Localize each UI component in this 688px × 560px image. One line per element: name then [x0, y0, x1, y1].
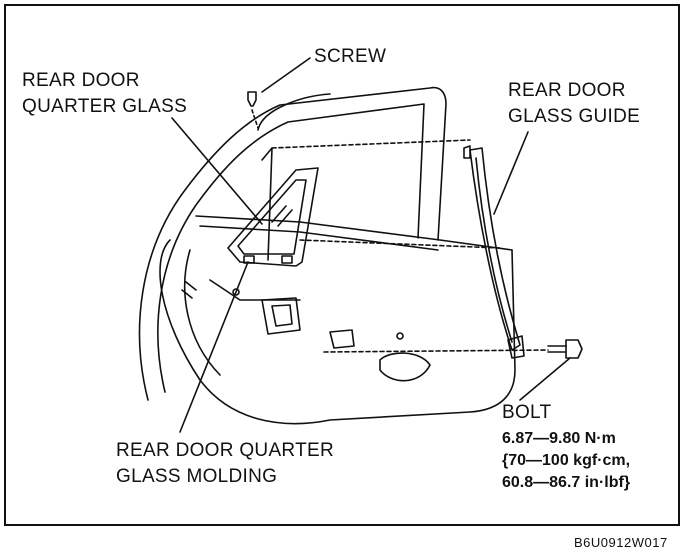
glass-guide-rail: [469, 147, 521, 351]
label-glass-guide-line1: REAR DOOR: [508, 80, 626, 101]
quarter-glass-outer: [227, 167, 319, 267]
quarter-glass-inner: [237, 179, 307, 255]
molding-clip-right: [281, 255, 293, 264]
door-inner-frame: [157, 103, 425, 393]
bolt-shank: [547, 345, 567, 353]
door-hole-2: [232, 288, 240, 296]
label-glass-guide-line2: GLASS GUIDE: [508, 106, 641, 127]
label-molding-line1: REAR DOOR QUARTER: [116, 440, 334, 461]
label-quarter-glass-line2: QUARTER GLASS: [22, 96, 188, 117]
door-outer-frame: [138, 86, 447, 401]
screw-leader-dash: [251, 109, 259, 129]
door-side-hatch: [181, 281, 197, 299]
label-quarter-glass-line1: REAR DOOR: [22, 70, 140, 91]
label-bolt: BOLT: [502, 402, 552, 423]
door-hole-1: [396, 332, 404, 340]
leader-screw: [261, 57, 311, 93]
leader-bolt: [519, 357, 571, 401]
belt-line: [195, 215, 513, 251]
label-screw: SCREW: [314, 46, 387, 67]
diagram-frame: [4, 4, 680, 526]
door-handle-inner: [271, 304, 293, 327]
leader-quarter-glass: [171, 117, 263, 225]
torque-spec-kgfcm: {70—100 kgf·cm,: [502, 452, 631, 469]
glass-guide-bottom-tab: [507, 335, 525, 359]
glass-guide-top-tab: [463, 145, 471, 159]
door-lock-cutout: [329, 329, 355, 349]
bolt-leader-dash: [323, 349, 549, 353]
quarter-glass-shine: [271, 205, 293, 227]
leader-molding: [179, 261, 249, 433]
glass-guide-rail-inner: [475, 157, 513, 343]
door-body-outline: [159, 239, 516, 425]
leader-glass-guide: [493, 131, 529, 215]
quarter-glass-rear-line: [271, 139, 471, 149]
door-panel-line-2: [209, 279, 301, 301]
door-panel-line: [184, 249, 221, 376]
door-lower-cutout: [379, 352, 431, 382]
torque-spec-inlbf: 60.8—86.7 in·lbf}: [502, 474, 631, 491]
screw-body: [247, 91, 257, 107]
molding-clip-left: [243, 255, 255, 264]
label-molding-line2: GLASS MOLDING: [116, 466, 278, 487]
figure-code: B6U0912W017: [574, 535, 668, 550]
quarter-glass-dash-line: [299, 239, 501, 249]
window-sash-top: [257, 93, 331, 131]
door-handle-opening: [261, 297, 301, 335]
bolt-head: [565, 339, 583, 359]
torque-spec-nm: 6.87—9.80 N·m: [502, 430, 616, 447]
